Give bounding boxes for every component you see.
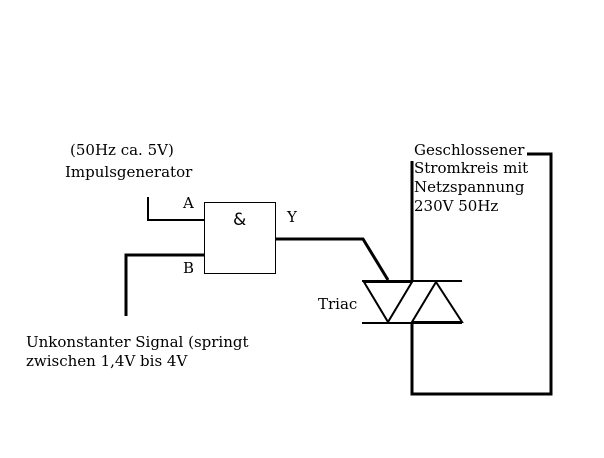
circuit-description-line1: Geschlossener xyxy=(414,141,525,159)
input-a-wire xyxy=(147,197,204,221)
generator-spec-label: (50Hz ca. 5V) xyxy=(70,141,174,159)
mains-wire-loop xyxy=(410,152,553,396)
triac-diode-down xyxy=(362,281,414,324)
input-b-wire xyxy=(124,253,204,316)
signal-description-line2: zwischen 1,4V bis 4V xyxy=(26,352,188,370)
output-y-wire xyxy=(276,237,390,281)
output-y-label: Y xyxy=(287,208,297,226)
input-a-label: A xyxy=(183,194,194,212)
triac-label: Triac xyxy=(318,295,358,313)
circuit-description-line4: 230V 50Hz xyxy=(414,197,499,215)
triac-diode-up xyxy=(410,280,464,323)
signal-description-line1: Unkonstanter Signal (springt xyxy=(26,333,249,351)
circuit-description-line2: Stromkreis mit xyxy=(414,159,529,177)
circuit-description-line3: Netzspannung xyxy=(414,178,525,196)
generator-name-label: Impulsgenerator xyxy=(65,163,193,181)
and-gate-symbol: & xyxy=(233,210,247,230)
and-gate xyxy=(204,202,276,274)
input-b-label: B xyxy=(183,259,195,277)
